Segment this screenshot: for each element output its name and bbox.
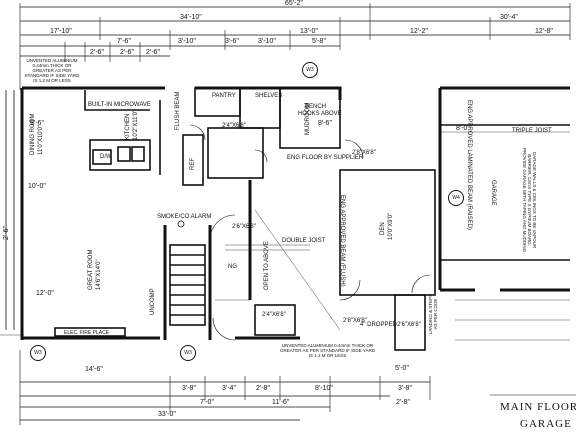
room-label-pantry: PANTRY xyxy=(212,93,236,99)
dimension-label: 2'-6" xyxy=(90,49,104,56)
room-label-kitchen: KITCHEN xyxy=(125,113,131,140)
dimension-label: 8'-10" xyxy=(315,385,333,392)
room-label-shelves: SHELVES xyxy=(255,93,283,99)
refrigerator-label: REF xyxy=(190,158,196,170)
garage-wall-note: GARAGE WALLS & CEILINGS TO BE VAPOUR BAR… xyxy=(522,147,537,253)
dimension-label: 10'-0" xyxy=(28,183,46,190)
open-to-above-label: OPEN TO ABOVE xyxy=(264,241,270,290)
window-tag: W3 xyxy=(302,62,318,78)
door-size-label: 2'4"X6'8" xyxy=(222,123,246,129)
flush-beam-note: ENG APPROVED BEAM (FLUSH) xyxy=(339,195,345,287)
dimension-label: 13'-0" xyxy=(300,28,318,35)
dimension-label: 8'-0" xyxy=(456,125,470,132)
dimension-label: 33'-0" xyxy=(158,411,176,418)
overall-width-dimension: 65'-2" xyxy=(285,0,303,7)
room-size-den: 10'0"X9'0" xyxy=(388,212,394,240)
smoke-alarm-label: SMOKE/CO ALARM xyxy=(157,214,212,220)
dimension-label: 2'-6" xyxy=(146,49,160,56)
dropped-label: 4" DROPPED xyxy=(360,322,397,328)
bench-label: BENCH xyxy=(305,104,327,110)
window-tag: W3 xyxy=(180,345,196,361)
door-size-label: 2'6"X6'8" xyxy=(232,224,256,230)
triple-joist-label: TRIPLE JOIST xyxy=(512,128,552,134)
uncomp-label: UNCOMP xyxy=(150,288,156,315)
room-label-den: DEN xyxy=(380,222,386,235)
built-in-microwave-label: BUILT-IN MICROWAVE xyxy=(88,102,151,108)
dimension-label: 30'-4" xyxy=(500,14,518,21)
double-joist-label: DOUBLE JOIST xyxy=(282,238,326,244)
flush-beam-label: FLUSH BEAM xyxy=(175,91,181,130)
ng-label: NG xyxy=(228,264,237,270)
room-size-kitchen: 10'2"X11'0" xyxy=(133,109,139,140)
landing-steps-note: LANDING & STEPS AS PER CODE xyxy=(428,293,438,335)
dimension-label: 12'-0" xyxy=(36,290,54,297)
fireplace-label: ELEC. FIRE PLACE xyxy=(64,330,110,336)
dimension-label: 2'-6" xyxy=(3,226,10,240)
dimension-label: 3'-10" xyxy=(258,38,276,45)
dimension-label: 2'-8" xyxy=(256,385,270,392)
dimension-label: 5'-8" xyxy=(312,38,326,45)
laminated-beam-note: ENG APPROVED LAMINATED BEAM (RAISED) xyxy=(466,100,472,230)
dimension-label: 5'-6" xyxy=(30,120,44,127)
window-note-top: UNVENTED ALUMINIUM 0.44mm THICK OR GREAT… xyxy=(24,58,80,83)
dimension-label: 3'-8" xyxy=(398,385,412,392)
dimension-label: 8'-6" xyxy=(318,120,332,127)
dimension-label: 3'-4" xyxy=(222,385,236,392)
door-size-label: 2'6"X6'8" xyxy=(397,322,421,328)
door-size-label: 2'8"X6'8" xyxy=(352,150,376,156)
room-label-great: GREAT ROOM xyxy=(88,249,94,290)
window-tag: W3 xyxy=(30,345,46,361)
door-size-label: 2'8"X6'8" xyxy=(343,318,367,324)
dimension-label: 12'-8" xyxy=(535,28,553,35)
dimension-label: 7'-0" xyxy=(200,399,214,406)
drawing-title: MAIN FLOOR P xyxy=(500,401,576,413)
dimension-label: 11'-6" xyxy=(272,399,290,406)
dimension-label: 2'-8" xyxy=(396,399,410,406)
dimension-label: 34'-10" xyxy=(180,14,202,21)
room-label-garage: GARAGE xyxy=(490,180,496,206)
dimension-label: 3'-8" xyxy=(182,385,196,392)
dimension-label: 14'-6" xyxy=(85,366,103,373)
dimension-label: 12'-2" xyxy=(410,28,428,35)
dimension-label: 3'-10" xyxy=(178,38,196,45)
dimension-label: 17'-10" xyxy=(50,28,72,35)
dimension-label: 3'-6" xyxy=(225,38,239,45)
room-label-dining: DINING ROOM xyxy=(30,113,36,155)
eng-floor-note: ENG FLOOR BY SUPPLIER xyxy=(287,155,364,161)
door-size-label: 2'4"X6'8" xyxy=(262,312,286,318)
window-tag: W4 xyxy=(448,190,464,206)
dishwasher-label: D/W xyxy=(100,154,112,160)
room-size-great: 14'6"X14'0" xyxy=(96,259,102,290)
drawing-subtitle: GARAGE 4 xyxy=(520,418,576,430)
hooks-label: HOOKS ABOVE xyxy=(298,111,342,117)
dimension-label: 7'-6" xyxy=(117,38,131,45)
dimension-label: 5'-0" xyxy=(395,365,409,372)
window-note-bottom: UNVENTED ALUMINIUM 0.44mm THICK OR GREAT… xyxy=(280,343,375,358)
dimension-label: 2'-6" xyxy=(120,49,134,56)
room-size-dining: 11'0"X10'0" xyxy=(38,124,44,155)
